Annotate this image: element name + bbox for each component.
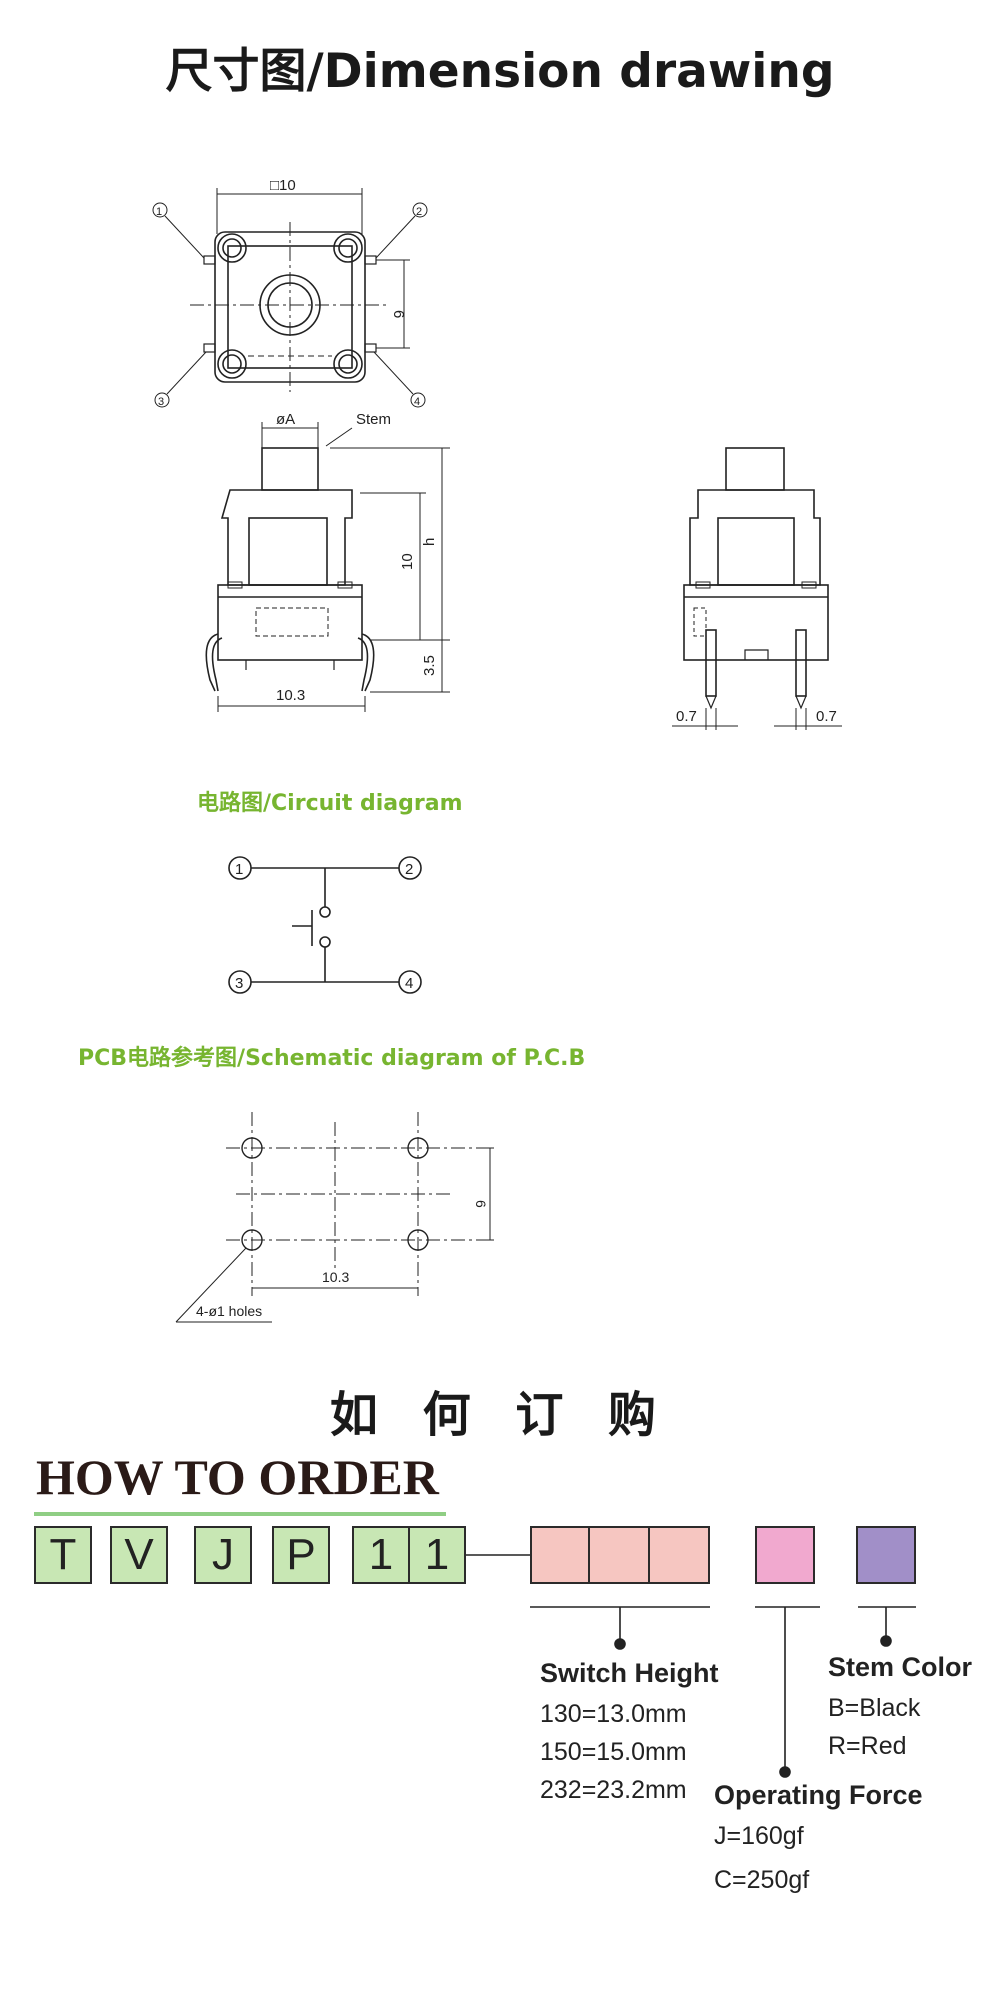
switch-height-slot	[588, 1526, 650, 1584]
label-three-five: 3.5	[421, 655, 438, 676]
order-connectors	[466, 1554, 916, 1778]
pin-label: 2	[416, 206, 422, 218]
code-letter: J	[194, 1526, 252, 1584]
stem-color-slot	[856, 1526, 916, 1584]
page-title: 尺寸图/Dimension drawing	[165, 44, 835, 99]
operating-force-title: Operating Force	[714, 1780, 923, 1810]
stem-color-title: Stem Color	[828, 1652, 973, 1682]
pin-label: 4	[414, 396, 420, 408]
label-ten: 10	[399, 553, 416, 570]
pin-label: 2	[405, 861, 413, 878]
code-letter: P	[272, 1526, 330, 1584]
pin-label: 3	[158, 396, 164, 408]
switch-height-title: Switch Height	[540, 1658, 719, 1688]
pcb-dim-six: 6	[473, 1200, 489, 1208]
operating-force-option: J=160gf	[714, 1822, 804, 1850]
label-six: 6	[390, 310, 407, 318]
label-square-10: □10	[270, 177, 296, 194]
stem-color-option: B=Black	[828, 1694, 921, 1722]
label-zero-seven-right: 0.7	[816, 708, 837, 725]
switch-height-legend: Switch Height 130=13.0mm 150=15.0mm 232=…	[540, 1658, 719, 1809]
label-h: h	[421, 538, 438, 546]
switch-height-option: 232=23.2mm	[540, 1776, 687, 1804]
operating-force-option: C=250gf	[714, 1866, 810, 1894]
pcb-diagram: 6 10.3 4-ø1 holes	[175, 1112, 494, 1323]
top-view: □10 6 1 2 3 4	[152, 177, 428, 408]
pin-label: 1	[235, 861, 243, 878]
circuit-diagram: 1 2 3 4	[228, 856, 422, 994]
circuit-title: 电路图/Circuit diagram	[197, 791, 463, 816]
label-zero-seven-left: 0.7	[676, 708, 697, 725]
operating-force-legend: Operating Force J=160gf C=250gf	[714, 1780, 923, 1899]
label-stem: Stem	[356, 411, 391, 428]
code-letter: 1	[408, 1526, 466, 1584]
pcb-title: PCB电路参考图/Schematic diagram of P.C.B	[78, 1046, 586, 1071]
code-letter: V	[110, 1526, 168, 1584]
operating-force-slot	[755, 1526, 815, 1584]
pin-label: 3	[235, 975, 243, 992]
switch-height-option: 130=13.0mm	[540, 1700, 687, 1728]
front-view: øA Stem 10.3 10 h 3.5	[205, 411, 450, 712]
side-view: 0.7 0.7	[672, 447, 842, 730]
stem-color-legend: Stem Color B=Black R=Red	[828, 1652, 972, 1765]
pin-label: 4	[405, 975, 413, 992]
label-ten-three: 10.3	[276, 687, 305, 704]
stem-color-option: R=Red	[828, 1732, 907, 1760]
code-letter: T	[34, 1526, 92, 1584]
switch-height-option: 150=15.0mm	[540, 1738, 687, 1766]
order-title-en: HOW TO ORDER	[36, 1449, 439, 1505]
pcb-holes-label: 4-ø1 holes	[196, 1303, 262, 1319]
code-letter: 1	[352, 1526, 410, 1584]
order-title-cn: 如 何 订 购	[329, 1387, 671, 1443]
switch-height-slot	[648, 1526, 710, 1584]
pcb-dim-ten-three: 10.3	[322, 1269, 349, 1285]
order-title-underline	[34, 1512, 446, 1516]
pin-label: 1	[156, 206, 162, 218]
dimension-drawing: □10 6 1 2 3 4 øA Stem	[152, 177, 842, 730]
label-phi-a: øA	[276, 411, 295, 428]
switch-height-slot	[530, 1526, 590, 1584]
